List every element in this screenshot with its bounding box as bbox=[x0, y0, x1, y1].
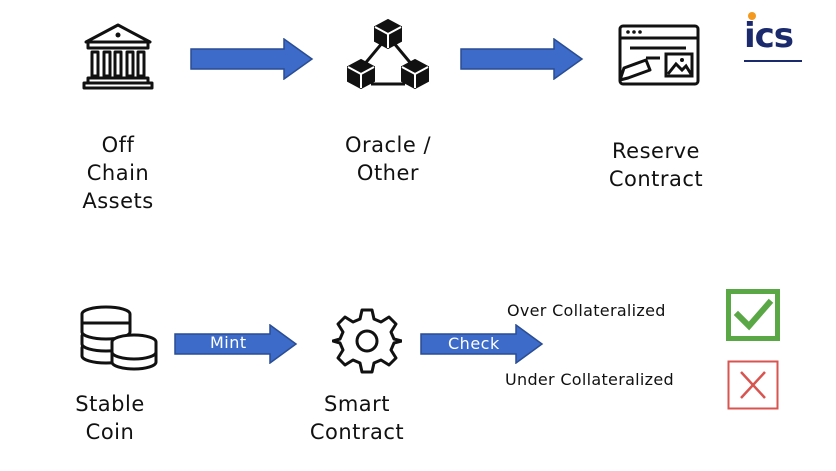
reserve-line-2: Contract bbox=[608, 167, 704, 191]
check-arrow bbox=[420, 324, 544, 364]
flow-arrow-2 bbox=[460, 38, 584, 80]
bank-icon bbox=[82, 23, 154, 90]
reserve-line-1: Reserve bbox=[612, 139, 700, 163]
flow-arrow-1 bbox=[190, 38, 314, 80]
mint-arrow bbox=[174, 324, 298, 364]
mint-label: Mint bbox=[210, 333, 247, 352]
checkmark-icon bbox=[726, 289, 780, 341]
oracle-line-1: Oracle / bbox=[344, 133, 432, 157]
logo-dot bbox=[748, 12, 756, 20]
cubes-network-icon bbox=[347, 18, 429, 90]
reserve-contract-label: Reserve Contract bbox=[586, 137, 726, 193]
stable-line-2: Coin bbox=[85, 420, 135, 444]
smart-line-1: Smart bbox=[323, 392, 391, 416]
gear-icon bbox=[332, 308, 402, 374]
off-chain-line-2: Chain bbox=[86, 161, 150, 185]
logo-underline bbox=[744, 60, 802, 62]
smart-contract-label: Smart Contract bbox=[287, 390, 427, 446]
stable-line-1: Stable bbox=[75, 392, 145, 416]
coins-stack-icon bbox=[80, 305, 158, 371]
stable-coin-label: Stable Coin bbox=[40, 390, 180, 446]
ics-logo: ics bbox=[744, 12, 804, 62]
under-collateralized-label: Under Collateralized bbox=[505, 370, 674, 389]
smart-line-2: Contract bbox=[309, 420, 405, 444]
logo-text: ics bbox=[744, 16, 794, 56]
off-chain-line-3: Assets bbox=[82, 189, 154, 213]
oracle-label: Oracle / Other bbox=[318, 131, 458, 187]
over-collateralized-label: Over Collateralized bbox=[507, 301, 666, 320]
check-label: Check bbox=[448, 334, 500, 353]
oracle-line-2: Other bbox=[356, 161, 420, 185]
cross-icon bbox=[727, 360, 779, 410]
contract-document-icon bbox=[618, 24, 700, 86]
off-chain-line-1: Off bbox=[101, 133, 135, 157]
off-chain-assets-label: Off Chain Assets bbox=[48, 131, 188, 215]
